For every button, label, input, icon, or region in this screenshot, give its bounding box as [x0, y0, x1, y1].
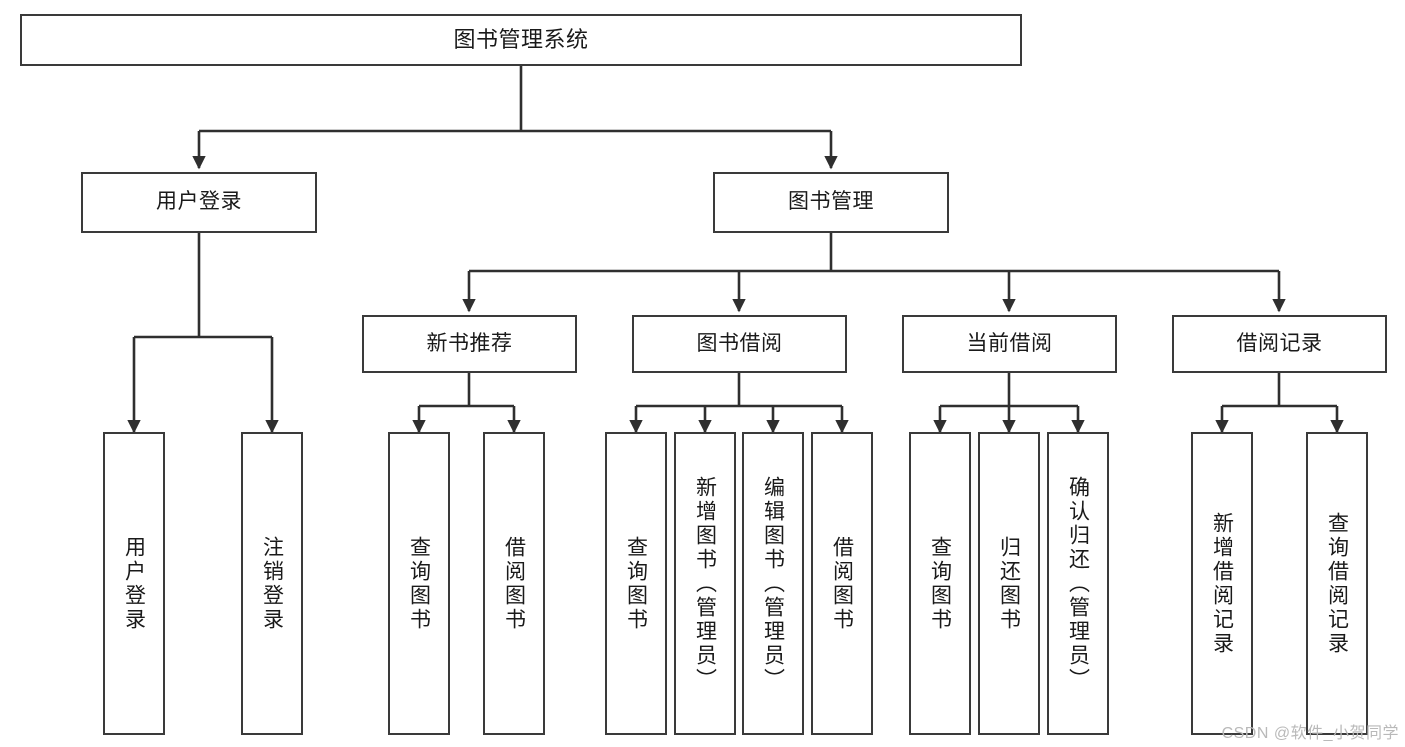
node-leaf-query-book-1[interactable]: 查询图书 [388, 432, 450, 735]
node-leaf-add-record[interactable]: 新增借阅记录 [1191, 432, 1253, 735]
node-leaf-query-record[interactable]: 查询借阅记录 [1306, 432, 1368, 735]
node-leaf-edit-book[interactable]: 编辑图书（管理员） [742, 432, 804, 735]
node-leaf-confirm-return[interactable]: 确认归还（管理员） [1047, 432, 1109, 735]
node-borrow-record[interactable]: 借阅记录 [1172, 315, 1387, 373]
node-leaf-logout-login[interactable]: 注销登录 [241, 432, 303, 735]
node-book-management[interactable]: 图书管理 [713, 172, 949, 233]
node-leaf-borrow-book-1-label: 借阅图书 [502, 535, 526, 632]
node-leaf-logout-login-label: 注销登录 [260, 535, 284, 632]
node-leaf-return-book[interactable]: 归还图书 [978, 432, 1040, 735]
node-user-login-label: 用户登录 [156, 190, 242, 214]
node-leaf-borrow-book-1[interactable]: 借阅图书 [483, 432, 545, 735]
node-book-borrow-label: 图书借阅 [696, 331, 783, 355]
node-leaf-edit-book-label: 编辑图书（管理员） [761, 475, 785, 692]
node-leaf-add-record-label: 新增借阅记录 [1210, 511, 1234, 656]
node-new-book-recommend-label: 新书推荐 [426, 331, 513, 355]
node-root[interactable]: 图书管理系统 [20, 14, 1022, 66]
node-new-book-recommend[interactable]: 新书推荐 [362, 315, 577, 373]
node-current-borrow-label: 当前借阅 [966, 331, 1053, 355]
node-leaf-add-book-label: 新增图书（管理员） [693, 475, 717, 692]
node-leaf-query-book-1-label: 查询图书 [407, 535, 431, 632]
node-book-management-label: 图书管理 [788, 190, 874, 214]
node-leaf-query-book-3-label: 查询图书 [928, 535, 952, 632]
csdn-watermark: CSDN @软件_小贺同学 [1221, 725, 1399, 742]
node-leaf-return-book-label: 归还图书 [997, 535, 1021, 632]
node-leaf-confirm-return-label: 确认归还（管理员） [1066, 475, 1090, 692]
node-leaf-query-record-label: 查询借阅记录 [1325, 511, 1349, 656]
node-root-label: 图书管理系统 [453, 27, 589, 53]
node-leaf-query-book-2[interactable]: 查询图书 [605, 432, 667, 735]
node-leaf-borrow-book-2[interactable]: 借阅图书 [811, 432, 873, 735]
node-leaf-user-login[interactable]: 用户登录 [103, 432, 165, 735]
node-leaf-query-book-2-label: 查询图书 [624, 535, 648, 632]
node-leaf-query-book-3[interactable]: 查询图书 [909, 432, 971, 735]
node-borrow-record-label: 借阅记录 [1236, 331, 1323, 355]
node-leaf-borrow-book-2-label: 借阅图书 [830, 535, 854, 632]
node-leaf-user-login-label: 用户登录 [122, 535, 146, 632]
node-user-login[interactable]: 用户登录 [81, 172, 317, 233]
node-current-borrow[interactable]: 当前借阅 [902, 315, 1117, 373]
node-leaf-add-book[interactable]: 新增图书（管理员） [674, 432, 736, 735]
node-book-borrow[interactable]: 图书借阅 [632, 315, 847, 373]
